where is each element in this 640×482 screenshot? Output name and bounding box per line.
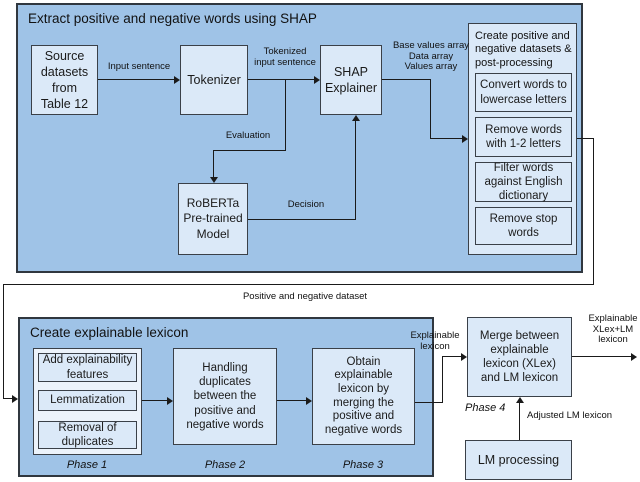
connector-line-h3 (3, 398, 13, 400)
arrowhead-tokenizer-to-shap (314, 76, 320, 84)
lm-processing-box: LM processing (465, 440, 572, 480)
obtain-lexicon-box: Obtain explainable lexicon by merging th… (312, 348, 415, 445)
shap-explainer-box: SHAP Explainer (320, 45, 382, 115)
step-filter-dictionary-box: Filter words against English dictionary (475, 162, 572, 202)
input-sentence-label: Input sentence (107, 61, 171, 72)
arrowhead-merge-output (631, 353, 637, 361)
step-remove-short-words-box: Remove words with 1-2 letters (475, 117, 572, 157)
arrowhead-source-to-tokenizer (174, 76, 180, 84)
arrowhead-lm-to-merge (516, 397, 524, 403)
phase1-label: Phase 1 (66, 459, 108, 471)
shap-output-line-h2 (430, 138, 463, 140)
phase3-label: Phase 3 (342, 459, 384, 471)
arrowhead-phase1-to-phase2 (167, 397, 173, 405)
decision-label: Decision (287, 199, 325, 210)
connector-line-v1 (593, 138, 595, 285)
explainable-lexicon-label: Explainable lexicon (410, 330, 460, 352)
tokenized-input-label: Tokenized input sentence (254, 46, 316, 68)
lemmatization-box: Lemmatization (38, 390, 137, 411)
step-remove-stopwords-box: Remove stop words (475, 207, 572, 245)
evaluation-line-vertical1 (285, 79, 287, 150)
extract-panel-title: Extract positive and negative words usin… (28, 11, 317, 26)
lexicon-panel-title: Create explainable lexicon (30, 325, 189, 340)
phase2-label: Phase 2 (204, 459, 246, 471)
arrow-lm-to-merge (519, 402, 521, 440)
connector-line-h2 (3, 284, 594, 286)
arrow-tokenizer-to-shap (248, 79, 315, 81)
connector-line-v2 (3, 284, 5, 399)
arrow-phase2-to-phase3 (277, 400, 307, 402)
positive-negative-dataset-label: Positive and negative dataset (242, 291, 368, 302)
connector-line-h1 (577, 138, 594, 140)
removal-duplicates-box: Removal of duplicates (38, 421, 137, 449)
step-lowercase-box: Convert words to lowercase letters (475, 73, 572, 112)
decision-line-vertical (355, 121, 357, 220)
add-explainability-box: Add explainability features (38, 353, 137, 382)
shap-output-line-v (430, 79, 432, 139)
lexicon-exit-line-v (442, 356, 444, 403)
phase4-label: Phase 4 (465, 402, 506, 414)
xlex-lm-lexicon-label: Explainable XLex+LM lexicon (588, 313, 638, 346)
arrowhead-connector-to-lexicon-panel (12, 395, 18, 403)
handling-duplicates-box: Handling duplicates between the positive… (173, 348, 277, 445)
merge-lexicons-box: Merge between explainable lexicon (XLex)… (467, 317, 572, 397)
arrow-merge-output (572, 356, 632, 358)
arrowhead-lexicon-to-merge (461, 353, 467, 361)
arrow-source-to-tokenizer (98, 79, 175, 81)
adjusted-lm-label: Adjusted LM lexicon (527, 410, 613, 421)
shap-output-line-h1 (382, 79, 431, 81)
lexicon-exit-line-h1 (415, 402, 443, 404)
arrowhead-decision-to-shap (352, 115, 360, 121)
arrowhead-shap-to-postprocessing (462, 135, 468, 143)
arrowhead-phase2-to-phase3 (306, 397, 312, 405)
evaluation-label: Evaluation (225, 130, 271, 141)
roberta-model-box: RoBERTa Pre-trained Model (178, 183, 248, 255)
source-datasets-box: Source datasets from Table 12 (31, 45, 98, 115)
shap-arrays-label: Base values array Data array Values arra… (392, 40, 470, 73)
arrowhead-evaluation-to-roberta (210, 177, 218, 183)
decision-line-horizontal (248, 219, 356, 221)
tokenizer-box: Tokenizer (180, 45, 248, 115)
evaluation-line-horizontal (213, 150, 286, 152)
postprocessing-title: Create positive and negative datasets & … (475, 30, 572, 69)
evaluation-line-vertical2 (213, 150, 215, 178)
arrow-phase1-to-phase2 (142, 400, 168, 402)
lexicon-exit-line-h2 (442, 356, 462, 358)
